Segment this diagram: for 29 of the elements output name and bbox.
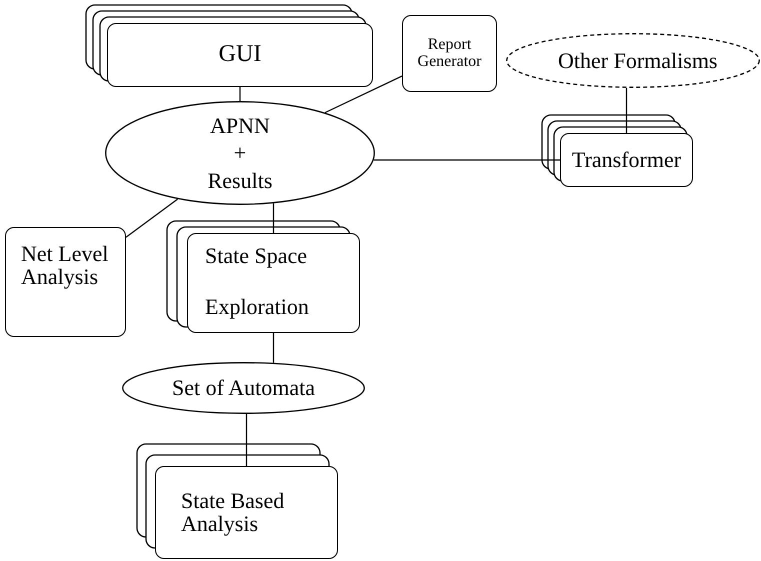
node-label: Exploration <box>205 294 309 318</box>
ellipse-node <box>105 101 375 205</box>
connector-line <box>272 333 274 363</box>
node-label: Net Level Analysis <box>21 242 110 288</box>
node-label: State Space <box>205 244 308 268</box>
node-label: Results <box>208 168 272 192</box>
connector-line <box>239 87 241 101</box>
connector-line <box>246 414 248 466</box>
node-label: GUI <box>218 42 262 68</box>
process-box <box>107 23 373 87</box>
process-box <box>187 233 360 333</box>
process-box <box>155 466 338 559</box>
node-label: + <box>234 141 246 165</box>
connector-line <box>374 159 560 161</box>
connector-line <box>626 88 628 133</box>
node-label: APNN <box>210 114 270 138</box>
node-label: Transformer <box>572 148 682 172</box>
node-label: Set of Automata <box>172 376 315 400</box>
connector-line <box>126 198 178 238</box>
connector-line <box>272 203 274 233</box>
process-box <box>560 133 693 187</box>
node-label: Other Formalisms <box>558 48 718 72</box>
ellipse-node <box>122 362 365 414</box>
node-label: State Based Analysis <box>181 489 286 536</box>
node-label: Report Generator <box>416 36 482 70</box>
dashed-ellipse <box>506 33 760 88</box>
process-box <box>5 227 126 337</box>
connector-line <box>324 76 402 114</box>
process-box <box>402 15 497 92</box>
